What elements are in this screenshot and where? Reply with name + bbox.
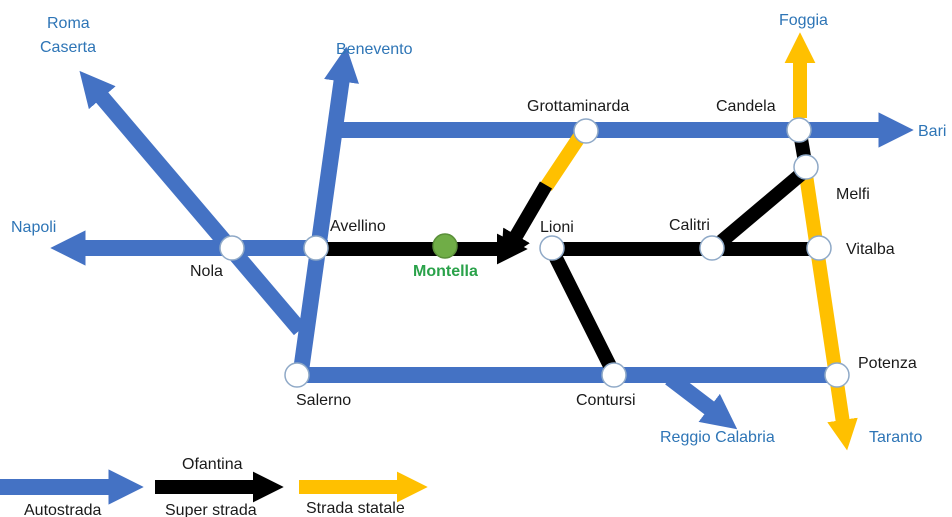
label-bari: Bari — [918, 123, 946, 140]
label-salerno: Salerno — [296, 392, 351, 409]
road-grottaminarda-lioni-yellow — [540, 129, 588, 191]
label-lioni: Lioni — [540, 219, 574, 236]
node-nola[interactable] — [219, 235, 245, 261]
road-lioni-contursi — [545, 246, 619, 374]
road-calitri-melfi — [711, 164, 811, 252]
label-caserta: Caserta — [40, 39, 96, 56]
label-candela: Candela — [716, 98, 776, 115]
label-melfi: Melfi — [836, 186, 870, 203]
node-montella[interactable] — [432, 233, 458, 259]
label-grottaminarda: Grottaminarda — [527, 98, 629, 115]
node-salerno[interactable] — [284, 362, 310, 388]
road-grottaminarda-lioni-black — [501, 181, 553, 262]
legend-autostrada-label: Autostrada — [24, 502, 101, 517]
label-potenza: Potenza — [858, 355, 917, 372]
legend: Autostrada Ofantina Super strada Strada … — [0, 456, 428, 517]
legend-superstrada-label: Super strada — [165, 502, 257, 517]
node-potenza[interactable] — [824, 362, 850, 388]
junction-nodes — [219, 117, 850, 388]
node-lioni[interactable] — [539, 235, 565, 261]
label-nola: Nola — [190, 263, 223, 280]
node-contursi[interactable] — [601, 362, 627, 388]
label-calitri: Calitri — [669, 217, 710, 234]
label-napoli: Napoli — [11, 219, 56, 236]
node-vitalba[interactable] — [806, 235, 832, 261]
superstrada-network — [318, 131, 813, 374]
label-benevento: Benevento — [336, 41, 413, 58]
node-avellino[interactable] — [303, 235, 329, 261]
legend-statale-label: Strada statale — [306, 500, 405, 517]
node-calitri[interactable] — [699, 235, 725, 261]
label-vitalba: Vitalba — [846, 241, 895, 258]
road-contursi-reggio — [665, 371, 738, 430]
label-montella: Montella — [413, 263, 478, 280]
legend-ofantina-label: Ofantina — [182, 456, 243, 473]
node-candela[interactable] — [786, 117, 812, 143]
road-salerno-benevento — [292, 46, 359, 380]
label-avellino: Avellino — [330, 218, 386, 235]
node-grottaminarda[interactable] — [573, 118, 599, 144]
road-salerno-roma — [79, 70, 307, 336]
label-roma: Roma — [47, 15, 90, 32]
label-reggio-calabria: Reggio Calabria — [660, 429, 775, 446]
label-contursi: Contursi — [576, 392, 636, 409]
label-taranto: Taranto — [869, 429, 922, 446]
node-melfi[interactable] — [793, 154, 819, 180]
label-foggia: Foggia — [779, 12, 828, 29]
